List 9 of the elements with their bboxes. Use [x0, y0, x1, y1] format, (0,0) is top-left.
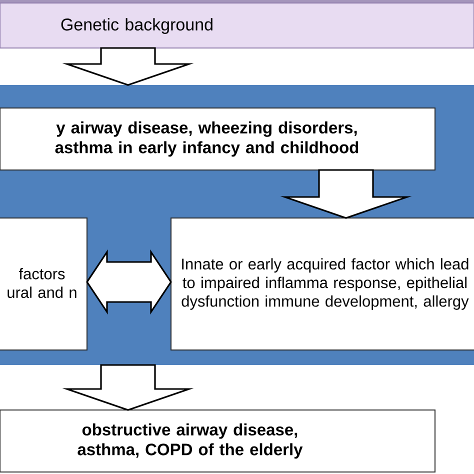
- heading-band: Genetic background: [0, 2, 474, 48]
- outcome-box: obstructive airway disease, asthma, COPD of the elderly: [0, 410, 436, 472]
- process-box: factors ural and n: [0, 218, 88, 350]
- block-arrow: [280, 169, 412, 219]
- block-arrow: [62, 364, 194, 411]
- block-arrow: [86, 249, 172, 315]
- block-arrow: [62, 47, 194, 86]
- process-box: y airway disease, wheezing disorders, asthma in early infancy and childhood: [0, 108, 436, 170]
- process-box: Innate or early acquired factor which lead to impaired inflamma response, epithelial dysfunction immune development, allergy: [170, 218, 474, 350]
